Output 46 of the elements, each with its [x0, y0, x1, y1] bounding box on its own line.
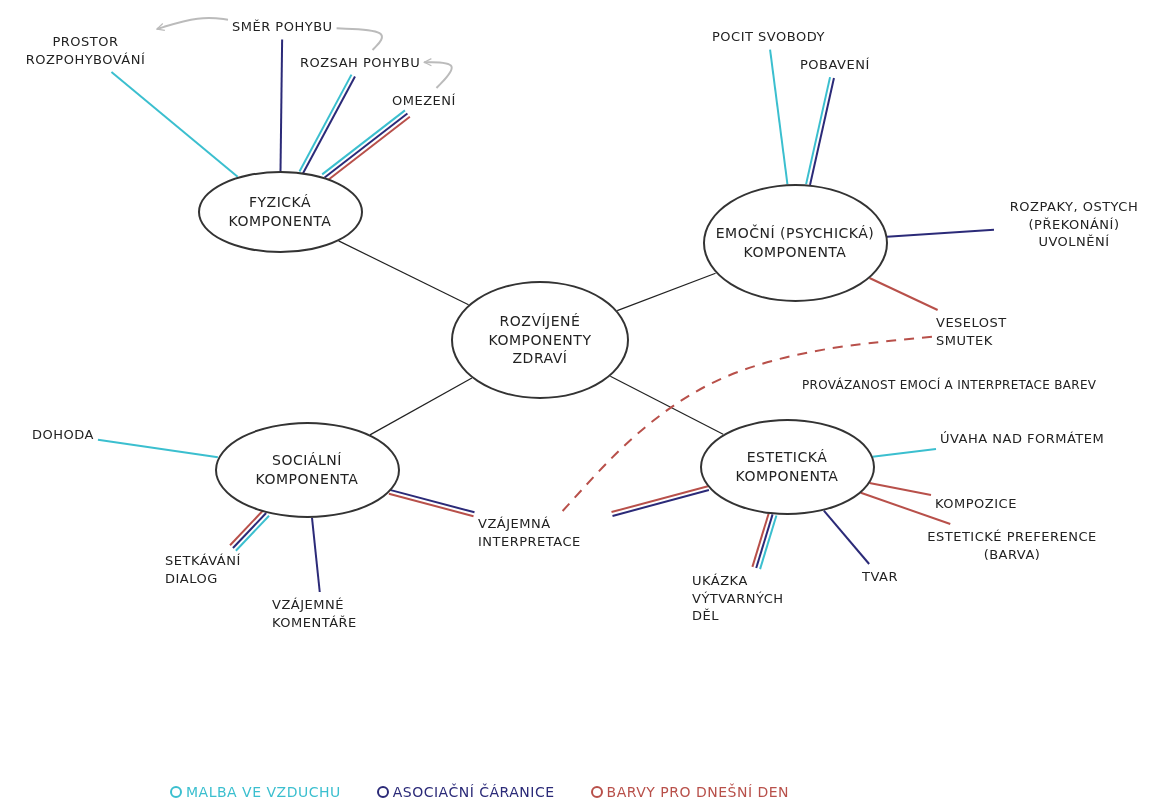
branch-line [751, 512, 770, 568]
branch-line [886, 228, 995, 238]
branch-line [110, 71, 239, 178]
branch-text: DOHODA [32, 426, 94, 444]
branch-text: VESELOST SMUTEK [936, 314, 1031, 350]
curved-arrow [423, 58, 453, 89]
edge-label: PROVÁZANOST EMOCÍ A INTERPRETACE BAREV [800, 378, 1099, 392]
branch-line [868, 277, 939, 311]
branch-text: VZÁJEMNÉ KOMENTÁŘE [272, 596, 372, 632]
branch-text: PROSTOR ROZPOHYBOVÁNÍ [18, 33, 153, 69]
dashed-link [561, 335, 933, 512]
legend-text: BARVY PRO DNEŠNÍ DEN [606, 784, 790, 800]
branch-line [859, 491, 952, 525]
branch-line [335, 27, 383, 51]
central-topic-ellipse: ROZVÍJENÉ KOMPONENTY ZDRAVÍ [451, 281, 629, 399]
branch-line [871, 448, 937, 458]
branch-line [369, 377, 473, 436]
branch-text: KOMPOZICE [935, 495, 1017, 513]
branch-line [616, 272, 717, 312]
branch-text: POBAVENÍ [800, 56, 870, 74]
branch-text: VZÁJEMNÁ INTERPRETACE [478, 515, 608, 551]
topic-ellipse: ESTETICKÁ KOMPONENTA [699, 419, 875, 515]
branch-line [822, 509, 871, 565]
branch-text: ROZSAH POHYBU [300, 54, 421, 72]
branch-line [338, 240, 470, 306]
curved-arrow [155, 17, 229, 31]
topic-ellipse: SOCIÁLNÍ KOMPONENTA [214, 422, 400, 518]
branch-text: UKÁZKA VÝTVARNÝCH DĚL [692, 572, 802, 625]
branch-text: POCIT SVOBODY [712, 28, 825, 46]
legend-text: ASOCIAČNÍ ČÁRANICE [392, 784, 555, 800]
branch-text: ROZPAKY, OSTYCH (PŘEKONÁNÍ) UVOLNĚNÍ [998, 198, 1150, 251]
branch-text: SMĚR POHYBU [232, 18, 333, 36]
branch-text: TVAR [862, 568, 898, 586]
legend-text: MALBA VE VZDUCHU [186, 784, 341, 800]
branch-line [609, 375, 724, 435]
branch-text: SETKÁVÁNÍ DIALOG [165, 552, 260, 588]
branch-line [311, 516, 321, 593]
branch-text: ÚVAHA NAD FORMÁTEM [940, 430, 1105, 448]
topic-ellipse: EMOČNÍ (PSYCHICKÁ) KOMPONENTA [702, 184, 888, 302]
branch-line [769, 48, 789, 186]
branch-line [755, 513, 774, 569]
branch-line [759, 514, 778, 571]
branch-text: ESTETICKÉ PREFERENCE (BARVA) [912, 528, 1112, 564]
topic-ellipse: FYZICKÁ KOMPONENTA [197, 171, 363, 253]
branch-line [279, 38, 284, 172]
branch-text: OMEZENÍ [392, 92, 456, 110]
